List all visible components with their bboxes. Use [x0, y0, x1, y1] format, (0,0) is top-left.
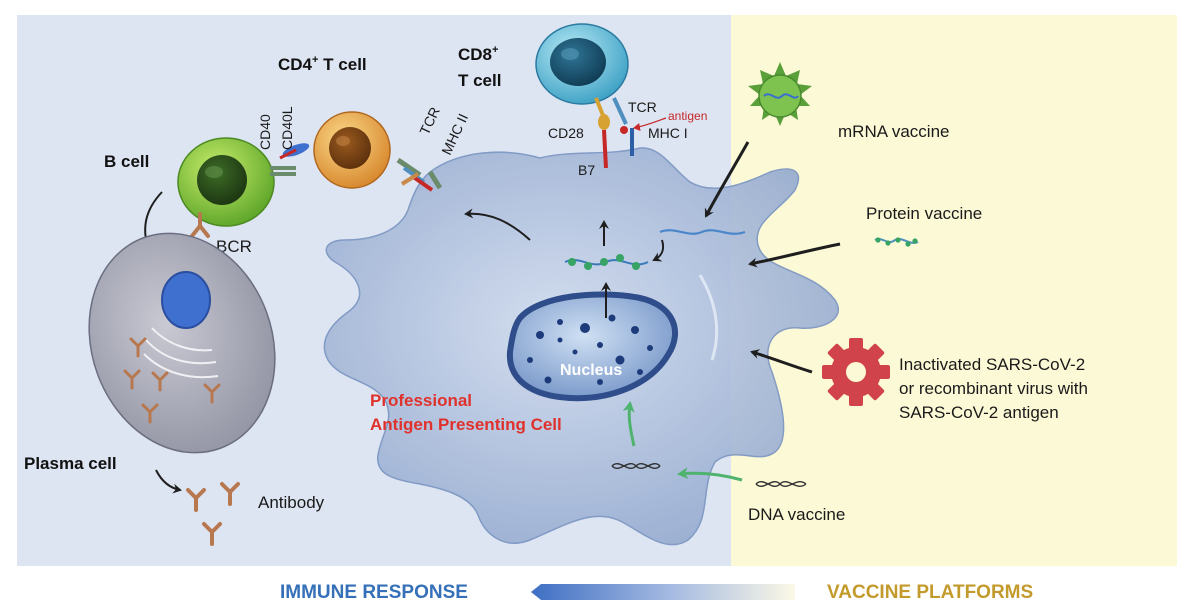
b7-label: B7	[578, 162, 595, 178]
arrow-mrna-vaccine	[704, 141, 750, 218]
cd4-t-cell-label: CD4+ T cell	[278, 54, 367, 74]
cd28-label: CD28	[548, 125, 584, 141]
inactivated-vaccine-label-line3: SARS-CoV-2 antigen	[899, 403, 1059, 422]
apc-label-line1: Professional	[370, 391, 472, 410]
b-cell	[177, 137, 275, 238]
immune-response-label: IMMUNE RESPONSE	[280, 582, 468, 603]
mrna-strand-inside	[659, 229, 746, 235]
tcr-mhc1-interaction	[612, 97, 634, 156]
bcr-label: BCR	[216, 237, 252, 256]
peptide-chain	[564, 254, 649, 270]
arrow-apc-to-mhc2	[464, 208, 531, 241]
b-cell-label: B cell	[104, 152, 149, 171]
cd28-b7-interaction	[594, 97, 610, 169]
antigen-label: antigen	[668, 109, 707, 123]
mrna-vaccine-label: mRNA vaccine	[838, 122, 949, 141]
bcr-receptor	[190, 212, 210, 238]
inactivated-vaccine-label-line1: Inactivated SARS-CoV-2	[899, 355, 1085, 374]
cd40l-label: CD40L	[279, 106, 295, 150]
arrow-mrna-to-peptide	[652, 239, 665, 262]
arrow-protein-vaccine	[748, 242, 841, 268]
inactivated-virus-gear-icon	[822, 338, 890, 406]
cd8-label: CD8+	[458, 44, 498, 64]
inactivated-vaccine-label-line2: or recombinant virus with	[899, 379, 1088, 398]
mhc1-label: MHC I	[648, 125, 688, 141]
cd40-label: CD40	[257, 114, 273, 150]
protein-vaccine-label: Protein vaccine	[866, 204, 982, 223]
antigen-pointer	[633, 117, 667, 131]
cell-highlight	[698, 274, 719, 361]
tcr-mhc2-complex	[396, 157, 443, 192]
tcr-cd8-label: TCR	[628, 99, 657, 115]
cd4-t-cell	[313, 111, 391, 189]
cd40-interaction	[270, 143, 310, 176]
arrow-inactivated-vaccine	[750, 349, 813, 374]
free-antibodies	[186, 482, 240, 546]
plasma-cell-label: Plasma cell	[24, 454, 117, 473]
dna-vaccine-icon	[755, 481, 807, 487]
plasma-cell	[88, 232, 276, 454]
cd8-t-cell-label: T cell	[458, 71, 501, 90]
protein-vaccine-icon	[874, 237, 919, 247]
arrow-dna-to-nucleus	[622, 401, 636, 447]
mrna-vaccine-icon	[748, 62, 812, 126]
dna-vaccine-label: DNA vaccine	[748, 505, 845, 524]
dna-inside	[611, 463, 661, 469]
antibody-label: Antibody	[258, 493, 325, 512]
cd8-t-cell	[535, 23, 629, 105]
nucleus	[506, 291, 679, 402]
apc-label-line2: Antigen Presenting Cell	[370, 415, 562, 434]
direction-gradient-arrow	[531, 584, 795, 600]
arrow-plasma-to-antibody	[155, 469, 182, 494]
plasma-antibodies	[123, 337, 221, 424]
nucleus-label: Nucleus	[560, 362, 622, 379]
arrow-dna-vaccine	[677, 467, 743, 482]
vaccine-platforms-label: VACCINE PLATFORMS	[827, 582, 1033, 603]
